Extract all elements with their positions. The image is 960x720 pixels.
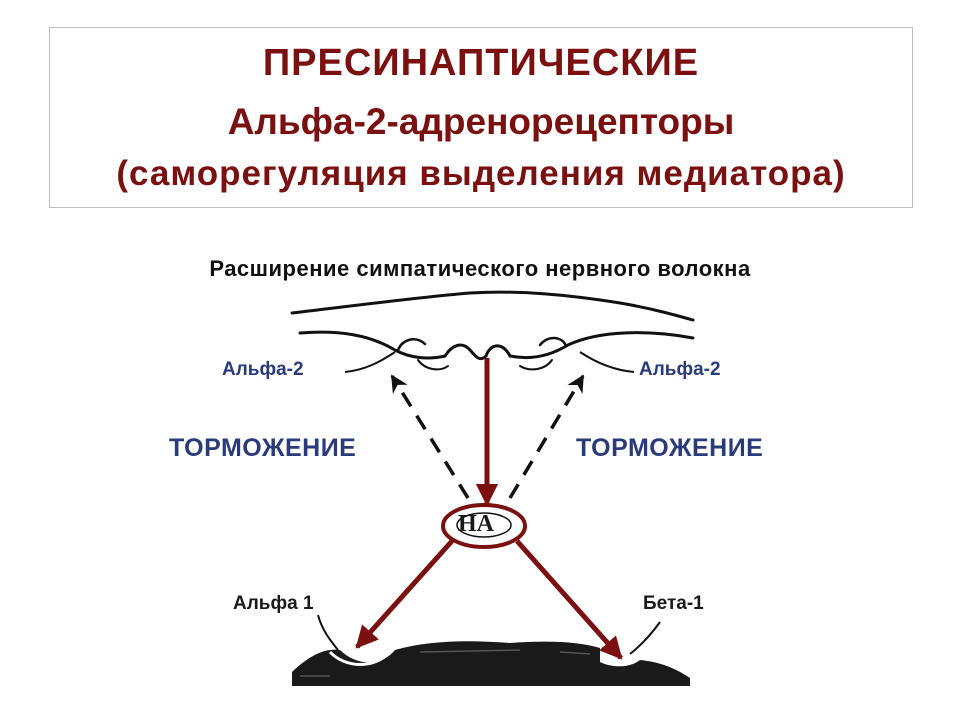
- label-beta1: Бета-1: [643, 593, 704, 614]
- label-mediator: НА: [458, 511, 494, 537]
- mediator-ellipse: [441, 503, 527, 549]
- postsynaptic-arrows: [355, 539, 623, 660]
- diagram-subtitle: Расширение симпатического нервного волок…: [209, 256, 751, 281]
- title-box: ПРЕСИНАПТИЧЕСКИЕ Альфа-2-адренорецепторы…: [49, 27, 913, 208]
- label-alpha1: Альфа 1: [233, 593, 314, 614]
- label-alpha2-right: Альфа-2: [639, 359, 721, 380]
- mediator-inner-ellipse: [456, 512, 512, 538]
- label-alpha2-left: Альфа-2: [222, 359, 304, 380]
- label-inhibition-left: ТОРМОЖЕНИЕ: [169, 434, 357, 462]
- alpha2-pointer-lines: [344, 351, 635, 373]
- title-line-1: ПРЕСИНАПТИЧЕСКИЕ: [262, 42, 700, 84]
- bottom-pointer-lines: [317, 614, 661, 655]
- label-inhibition-right: ТОРМОЖЕНИЕ: [576, 434, 764, 462]
- postsynaptic-membrane: [292, 641, 690, 686]
- presynaptic-fiber: [290, 290, 695, 371]
- inhibition-arrows: [390, 374, 585, 499]
- title-line-3: (саморегуляция выделения медиатора): [116, 154, 846, 193]
- title-line-2: Альфа-2-адренорецепторы: [227, 101, 735, 142]
